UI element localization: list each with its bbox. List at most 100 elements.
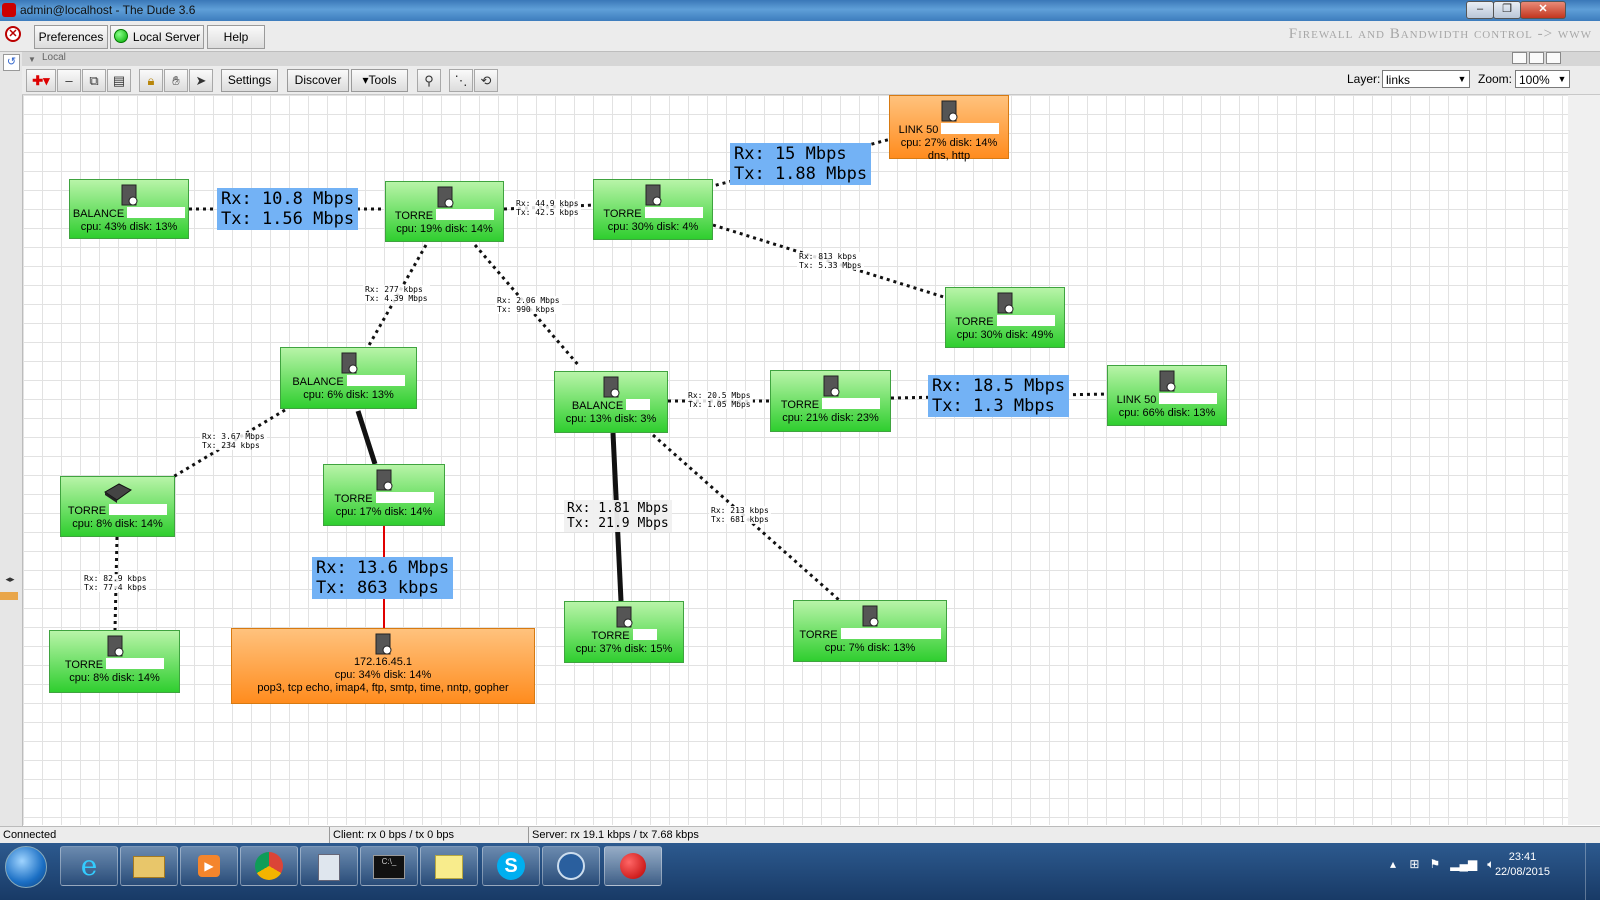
the-dude-taskbar-icon[interactable] — [604, 846, 662, 886]
skype-icon[interactable]: S — [482, 846, 540, 886]
device-node[interactable]: TORRE cpu: 17% disk: 14% — [323, 464, 445, 526]
disconnect-icon[interactable]: ✕ — [5, 26, 21, 42]
action-center-icon[interactable]: ⚑ — [1429, 857, 1441, 871]
link-rx: Rx: 3.67 Mbps — [202, 432, 265, 441]
view-mode-icons[interactable] — [1512, 52, 1562, 64]
local-tab[interactable]: Local — [42, 52, 66, 63]
hand-tool-icon[interactable]: ✋︎ — [164, 69, 188, 92]
link-traffic-label[interactable]: Rx: 13.6 Mbps Tx: 863 kbps — [312, 557, 454, 599]
node-name: TORRE — [603, 208, 642, 220]
command-prompt-icon[interactable]: C:\_ — [360, 846, 418, 886]
view-rows-icon[interactable] — [1546, 52, 1561, 64]
link-traffic-label[interactable]: Rx: 3.67 Mbps Tx: 234 kbps — [200, 432, 267, 450]
router-icon — [341, 352, 357, 374]
link-traffic-label[interactable]: Rx: 277 kbps Tx: 4.39 Mbps — [363, 285, 430, 303]
winbox-icon[interactable] — [542, 846, 600, 886]
server-traffic: Server: rx 19.1 kbps / tx 7.68 kbps — [532, 829, 699, 841]
network-icon[interactable]: ▂▄▆ — [1450, 857, 1478, 871]
link-traffic-label[interactable]: Rx: 2.06 Mbps Tx: 990 kbps — [495, 296, 562, 314]
view-split-icon[interactable] — [1512, 52, 1527, 64]
window-title: admin@localhost - The Dude 3.6 — [20, 3, 196, 17]
node-services: dns, http — [927, 150, 971, 162]
device-node[interactable]: TORRE cpu: 21% disk: 23% — [770, 370, 891, 432]
link-traffic-label[interactable]: Rx: 813 kbps Tx: 5.33 Mbps — [797, 252, 864, 270]
link-rx: Rx: 20.5 Mbps — [688, 391, 751, 400]
start-button[interactable] — [5, 846, 47, 888]
node-name: BALANCE — [72, 208, 125, 220]
lock-icon[interactable]: 🔒︎ — [139, 69, 163, 92]
link-traffic-label[interactable]: Rx: 10.8 Mbps Tx: 1.56 Mbps — [217, 188, 359, 230]
add-icon[interactable]: ✚▾ — [26, 69, 56, 92]
device-node[interactable]: TORRE cpu: 8% disk: 14% — [49, 630, 180, 693]
zoom-label: Zoom: — [1478, 72, 1513, 86]
collapse-panel-icon[interactable]: ◂▸ — [5, 574, 15, 584]
zoom-select[interactable]: 100% ▼ — [1515, 70, 1570, 88]
link-tx: Tx: 1.3 Mbps — [932, 396, 1055, 416]
close-button[interactable]: ✕ — [1520, 1, 1566, 19]
node-name: TORRE — [64, 659, 104, 671]
maximize-button[interactable]: ❐ — [1493, 1, 1521, 19]
title-bar: admin@localhost - The Dude 3.6 – ❐ ✕ — [0, 0, 1600, 21]
network-map-canvas[interactable]: BALANCE cpu: 43% disk: 13% TORRE cpu: 19… — [23, 95, 1568, 825]
link-traffic-label[interactable]: Rx: 15 Mbps Tx: 1.88 Mbps — [730, 143, 872, 185]
preferences-button[interactable]: Preferences — [34, 25, 108, 49]
link-traffic-label[interactable]: Rx: 82.9 kbps Tx: 77.4 kbps — [82, 574, 149, 592]
link-traffic-label[interactable]: Rx: 20.5 Mbps Tx: 1.05 Mbps — [686, 391, 753, 409]
pointer-icon[interactable]: ➤ — [189, 69, 213, 92]
link-rx: Rx: 18.5 Mbps — [932, 376, 1066, 396]
chevron-down-icon: ▼ — [1457, 74, 1467, 84]
device-node[interactable]: BALANCE cpu: 6% disk: 13% — [280, 347, 417, 409]
device-node[interactable]: 172.16.45.1 cpu: 34% disk: 14% pop3, tcp… — [231, 628, 535, 704]
device-node[interactable]: LINK 50 cpu: 66% disk: 13% — [1107, 365, 1227, 426]
auto-arrange-icon[interactable]: ⋱ — [449, 69, 473, 92]
local-server-button[interactable]: Local Server — [110, 25, 204, 49]
tools-button[interactable]: ▾Tools — [351, 69, 408, 92]
device-node[interactable]: BALANCE cpu: 13% disk: 3% — [554, 371, 668, 433]
discover-button[interactable]: Discover — [287, 69, 349, 92]
device-node[interactable]: TORRE cpu: 7% disk: 13% — [793, 600, 947, 662]
device-node[interactable]: TORRE cpu: 37% disk: 15% — [564, 601, 684, 663]
device-node[interactable]: TORRE cpu: 19% disk: 14% — [385, 181, 504, 242]
layer-select[interactable]: links ▼ — [1382, 70, 1470, 88]
view-columns-icon[interactable] — [1529, 52, 1544, 64]
minimize-button[interactable]: – — [1466, 1, 1494, 19]
device-node[interactable]: TORRE cpu: 30% disk: 49% — [945, 287, 1065, 348]
refresh-icon[interactable]: ↺ — [3, 54, 20, 71]
volume-icon[interactable]: 🔈︎ — [1487, 857, 1495, 871]
find-binoculars-icon[interactable]: ⚲ — [417, 69, 441, 92]
link-rx: Rx: 15 Mbps — [734, 144, 847, 164]
help-button[interactable]: Help — [207, 25, 265, 49]
tray-arrow-icon[interactable]: ▴ — [1390, 857, 1397, 871]
device-node[interactable]: TORRE cpu: 30% disk: 4% — [593, 179, 713, 240]
link-traffic-label[interactable]: Rx: 1.81 Mbps Tx: 21.9 Mbps — [564, 500, 672, 532]
device-node[interactable]: TORRE cpu: 8% disk: 14% — [60, 476, 175, 537]
link-rx: Rx: 44.9 kbps — [516, 199, 579, 208]
tab-collapse-icon[interactable]: ▼ — [28, 55, 36, 64]
link-traffic-label[interactable]: Rx: 213 kbps Tx: 681 kbps — [709, 506, 771, 524]
link-traffic-label[interactable]: Rx: 18.5 Mbps Tx: 1.3 Mbps — [928, 375, 1070, 417]
calculator-icon[interactable] — [300, 846, 358, 886]
link-rx: Rx: 813 kbps — [799, 252, 857, 261]
remove-icon[interactable]: – — [57, 69, 81, 92]
taskbar-clock[interactable]: 23:41 22/08/2015 — [1495, 850, 1550, 880]
device-node[interactable]: BALANCE cpu: 43% disk: 13% — [69, 179, 189, 239]
media-player-icon[interactable]: ▶ — [180, 846, 238, 886]
node-stats: cpu: 27% disk: 14% — [900, 137, 998, 149]
settings-button[interactable]: Settings — [221, 69, 278, 92]
windows-flag-icon[interactable]: ⊞ — [1409, 857, 1420, 871]
node-stats: cpu: 66% disk: 13% — [1118, 407, 1216, 419]
chrome-icon[interactable] — [240, 846, 298, 886]
internet-explorer-icon[interactable]: e — [60, 846, 118, 886]
node-name: 172.16.45.1 — [353, 656, 413, 668]
device-node[interactable]: LINK 50 cpu: 27% disk: 14% dns, http — [889, 95, 1009, 162]
system-tray: ▴ ⊞ ⚑ ▂▄▆ 🔈︎ — [1390, 857, 1494, 872]
file-explorer-icon[interactable] — [120, 846, 178, 886]
show-desktop-button[interactable] — [1585, 843, 1600, 900]
layout-icon[interactable]: ⟲ — [474, 69, 498, 92]
paste-icon[interactable]: ▤ — [107, 69, 131, 92]
copy-icon[interactable]: ⧉ — [82, 69, 106, 92]
panel-handle[interactable] — [0, 592, 18, 600]
link-traffic-label[interactable]: Rx: 44.9 kbps Tx: 42.5 kbps — [514, 199, 581, 217]
router-icon — [941, 100, 958, 122]
sticky-notes-icon[interactable] — [420, 846, 478, 886]
